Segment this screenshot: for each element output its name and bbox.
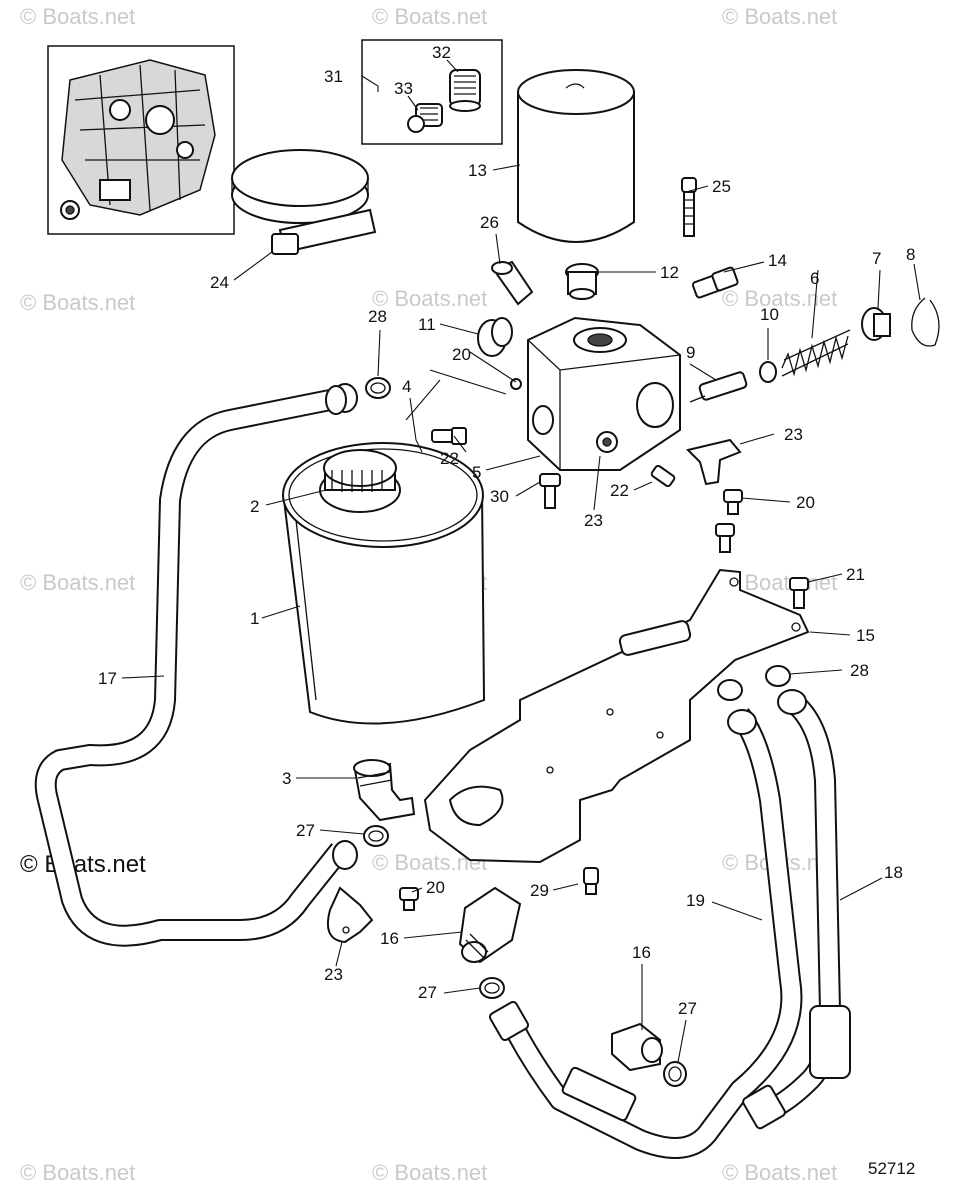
callout-10: 10 <box>760 305 779 324</box>
callout-26: 26 <box>480 213 499 232</box>
watermark: © Boats.net <box>20 290 135 315</box>
valve-piston-9 <box>689 371 748 403</box>
bracket-23-right <box>686 438 742 486</box>
elbow-fitting-16-mid <box>458 886 522 964</box>
oil-filter <box>282 442 486 725</box>
callout-32: 32 <box>432 43 451 62</box>
callout-6: 6 <box>810 269 819 288</box>
plug-12 <box>565 263 599 300</box>
bracket-23-left <box>326 886 374 944</box>
watermark: © Boats.net <box>20 570 135 595</box>
callout-23-left: 23 <box>324 965 343 984</box>
callout-25: 25 <box>712 177 731 196</box>
o-ring-27-mid <box>479 977 505 999</box>
callout-22-right: 22 <box>610 481 629 500</box>
washer-10 <box>759 361 777 383</box>
cap-11 <box>477 317 513 357</box>
callout-20-top: 20 <box>452 345 471 364</box>
callout-28-right: 28 <box>850 661 869 680</box>
sensor-26 <box>491 260 534 306</box>
callout-27-mid: 27 <box>418 983 437 1002</box>
leader-lines <box>121 59 921 1063</box>
watermark: © Boats.net <box>722 1160 837 1185</box>
callout-20-right: 20 <box>796 493 815 512</box>
callout-8: 8 <box>906 245 915 264</box>
callout-27-left: 27 <box>296 821 315 840</box>
bolt-21 <box>789 577 809 609</box>
callout-21: 21 <box>846 565 865 584</box>
watermark: © Boats.net <box>20 1160 135 1185</box>
callout-15: 15 <box>856 626 875 645</box>
watermark-dark: © Boats.net <box>20 851 146 878</box>
plug-fitting-32 <box>449 69 481 112</box>
watermark: © Boats.net <box>372 286 487 311</box>
filter-cover <box>517 69 635 243</box>
mounting-bracket <box>423 568 810 864</box>
callout-2: 2 <box>250 497 259 516</box>
valve-cap-7 <box>861 307 891 341</box>
spring-6 <box>781 329 851 377</box>
elbow-fitting-3 <box>353 759 416 822</box>
fitting-14 <box>691 266 739 299</box>
filter-housing <box>510 316 681 471</box>
oil-hose-17 <box>34 383 358 947</box>
oil-hose-19 <box>488 708 803 1159</box>
o-ring-27-right <box>663 1061 687 1087</box>
oil-hose-18 <box>727 689 851 1130</box>
callout-13: 13 <box>468 161 487 180</box>
bolt-29 <box>583 867 599 895</box>
callout-30: 30 <box>490 487 509 506</box>
plug-33 <box>407 103 443 133</box>
callout-27-right: 27 <box>678 999 697 1018</box>
callout-33: 33 <box>394 79 413 98</box>
bolt-20-a <box>723 489 743 515</box>
watermark: © Boats.net <box>722 286 837 311</box>
engine-inset <box>47 45 235 235</box>
callout-17: 17 <box>98 669 117 688</box>
o-ring-28-top <box>365 377 391 399</box>
callout-29: 29 <box>530 881 549 900</box>
callout-24: 24 <box>210 273 229 292</box>
callout-31: 31 <box>324 67 343 86</box>
callout-23-center: 23 <box>584 511 603 530</box>
callout-labels: 1 2 3 4 5 6 7 8 9 10 11 12 13 14 15 16 1… <box>98 43 915 1178</box>
elbow-fitting-16-right <box>611 1022 663 1072</box>
watermark: © Boats.net <box>20 4 135 29</box>
retaining-ring-8 <box>911 297 940 347</box>
callout-1: 1 <box>250 609 259 628</box>
callout-22-left: 22 <box>440 449 459 468</box>
callout-16-right: 16 <box>632 943 651 962</box>
watermark: © Boats.net <box>372 4 487 29</box>
callout-5: 5 <box>472 463 481 482</box>
bolt-30 <box>539 473 561 509</box>
bolt <box>681 177 697 237</box>
callout-4: 4 <box>402 377 411 396</box>
figure-number: 52712 <box>868 1159 915 1178</box>
callout-18: 18 <box>884 863 903 882</box>
o-ring-28-right <box>717 665 791 701</box>
callout-11: 11 <box>418 315 436 334</box>
callout-19: 19 <box>686 891 705 910</box>
callout-7: 7 <box>872 249 881 268</box>
bolt-20-c <box>399 887 419 911</box>
callout-16-mid: 16 <box>380 929 399 948</box>
callout-20-bottom: 20 <box>426 878 445 897</box>
watermark: © Boats.net <box>372 1160 487 1185</box>
callout-28-top: 28 <box>368 307 387 326</box>
callout-3: 3 <box>282 769 291 788</box>
watermark: © Boats.net <box>722 4 837 29</box>
fitting-22-left <box>431 427 467 445</box>
hose-clamp <box>231 149 377 255</box>
callout-14: 14 <box>768 251 787 270</box>
o-ring-27-left <box>363 825 389 847</box>
callout-23-right: 23 <box>784 425 803 444</box>
fitting-kit-box <box>361 39 503 145</box>
callout-9: 9 <box>686 343 695 362</box>
fitting-22-right <box>650 464 676 488</box>
bolt-20-b <box>715 523 735 553</box>
callout-12: 12 <box>660 263 679 282</box>
